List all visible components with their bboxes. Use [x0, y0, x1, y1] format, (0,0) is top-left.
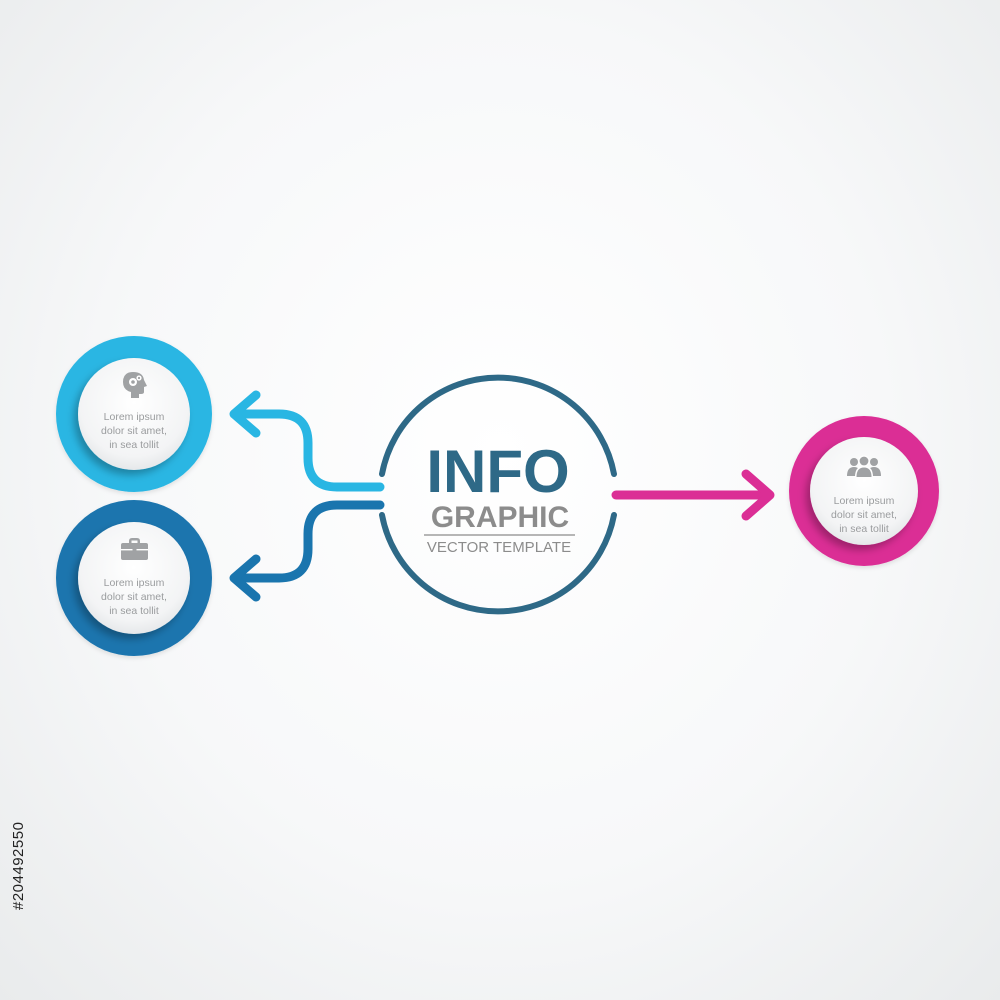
connector-dark-blue — [233, 500, 385, 583]
connector-light-blue — [233, 409, 385, 492]
node-text-line-2: dolor sit amet, — [101, 591, 167, 603]
node-text-line-2: dolor sit amet, — [831, 509, 897, 521]
central-ring-top — [379, 374, 617, 477]
briefcase-icon — [121, 538, 148, 560]
connector-lines — [229, 390, 775, 602]
arrowhead-dark-blue — [229, 554, 261, 602]
title-small: VECTOR TEMPLATE — [427, 539, 571, 556]
central-hub: INFO GRAPHIC VECTOR TEMPLATE — [379, 374, 617, 615]
node-text-line-3: in sea tollit — [839, 523, 889, 535]
head-gears-icon — [123, 372, 147, 398]
arrowhead-magenta — [741, 469, 775, 521]
node-text-line-1: Lorem ipsum — [104, 577, 165, 589]
node-text-line-3: in sea tollit — [109, 439, 159, 451]
node-inner-circle — [810, 437, 918, 545]
title-sub: GRAPHIC — [431, 501, 569, 534]
stock-image-id: #204492550 — [10, 821, 27, 910]
node-text-line-2: dolor sit amet, — [101, 425, 167, 437]
node-dark-blue: Lorem ipsum dolor sit amet, in sea tolli… — [56, 500, 212, 656]
central-ring-bottom — [379, 512, 617, 615]
node-text-line-1: Lorem ipsum — [104, 411, 165, 423]
node-inner-circle — [78, 358, 190, 470]
people-group-icon — [847, 455, 881, 477]
node-text-line-3: in sea tollit — [109, 605, 159, 617]
arrowhead-light-blue — [229, 390, 261, 438]
node-magenta: Lorem ipsum dolor sit amet, in sea tolli… — [789, 416, 939, 566]
node-inner-circle — [78, 522, 190, 634]
title-main: INFO — [426, 438, 569, 505]
node-light-blue: Lorem ipsum dolor sit amet, in sea tolli… — [56, 336, 212, 492]
node-text-line-1: Lorem ipsum — [834, 495, 895, 507]
